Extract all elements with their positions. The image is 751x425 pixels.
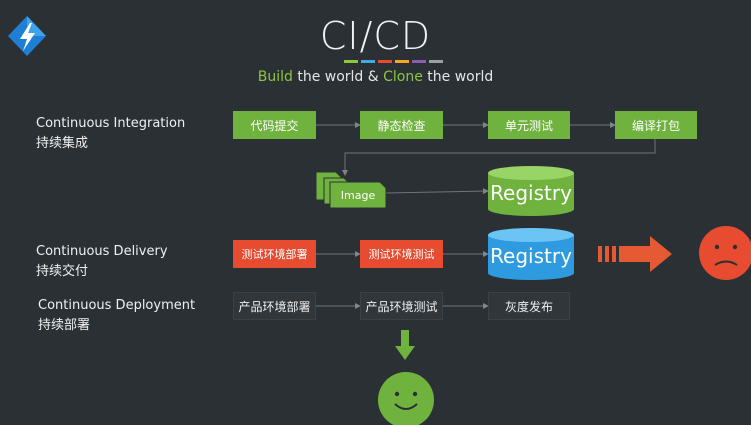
lightning-logo-icon — [8, 16, 46, 56]
ci-step-unit-test: 单元测试 — [488, 111, 570, 139]
registry-label-green: Registry — [490, 181, 572, 205]
registry-label-blue: Registry — [490, 244, 572, 268]
page-subtitle: Build the world & Clone the world — [0, 69, 751, 85]
color-bar-segment — [361, 60, 375, 63]
deploy-step-prod-test: 产品环境测试 — [360, 292, 443, 320]
stage-ci-zh: 持续集成 — [36, 136, 89, 151]
color-bar-segment — [429, 60, 443, 63]
subtitle-build: Build — [257, 69, 293, 85]
deploy-step-prod-deploy: 产品环境部署 — [233, 292, 316, 320]
title-color-bar — [344, 60, 443, 63]
color-bar-segment — [395, 60, 409, 63]
ci-step-build-package: 编译打包 — [615, 111, 697, 139]
deploy-step-canary-release: 灰度发布 — [488, 292, 570, 320]
sad-face-icon — [699, 226, 751, 280]
ci-step-static-check: 静态检查 — [360, 111, 443, 139]
image-label: Image — [340, 189, 376, 202]
cd-step-test-verify: 测试环境测试 — [360, 240, 443, 268]
stage-cd-zh: 持续交付 — [36, 264, 89, 279]
subtitle-end: the world — [422, 69, 494, 85]
red-arrow-right-icon — [598, 236, 672, 272]
color-bar-segment — [412, 60, 426, 63]
happy-face-icon — [378, 372, 434, 425]
cd-step-test-deploy: 测试环境部署 — [233, 240, 316, 268]
page-title: CI/CD — [319, 14, 432, 58]
subtitle-mid: the world & — [292, 69, 384, 85]
color-bar-segment — [344, 60, 358, 63]
color-bar-segment — [378, 60, 392, 63]
registry-cylinder-blue — [488, 228, 574, 280]
green-arrow-down-icon — [395, 330, 415, 360]
subtitle-clone: Clone — [383, 69, 423, 85]
stage-deploy-zh: 持续部署 — [38, 318, 91, 333]
ci-step-commit: 代码提交 — [233, 111, 316, 139]
stage-deploy-en: Continuous Deployment — [38, 298, 196, 313]
stage-cd-en: Continuous Delivery — [36, 244, 168, 259]
image-stack-icon — [315, 171, 387, 209]
stage-ci-en: Continuous Integration — [36, 116, 186, 131]
registry-cylinder-green — [488, 166, 574, 216]
